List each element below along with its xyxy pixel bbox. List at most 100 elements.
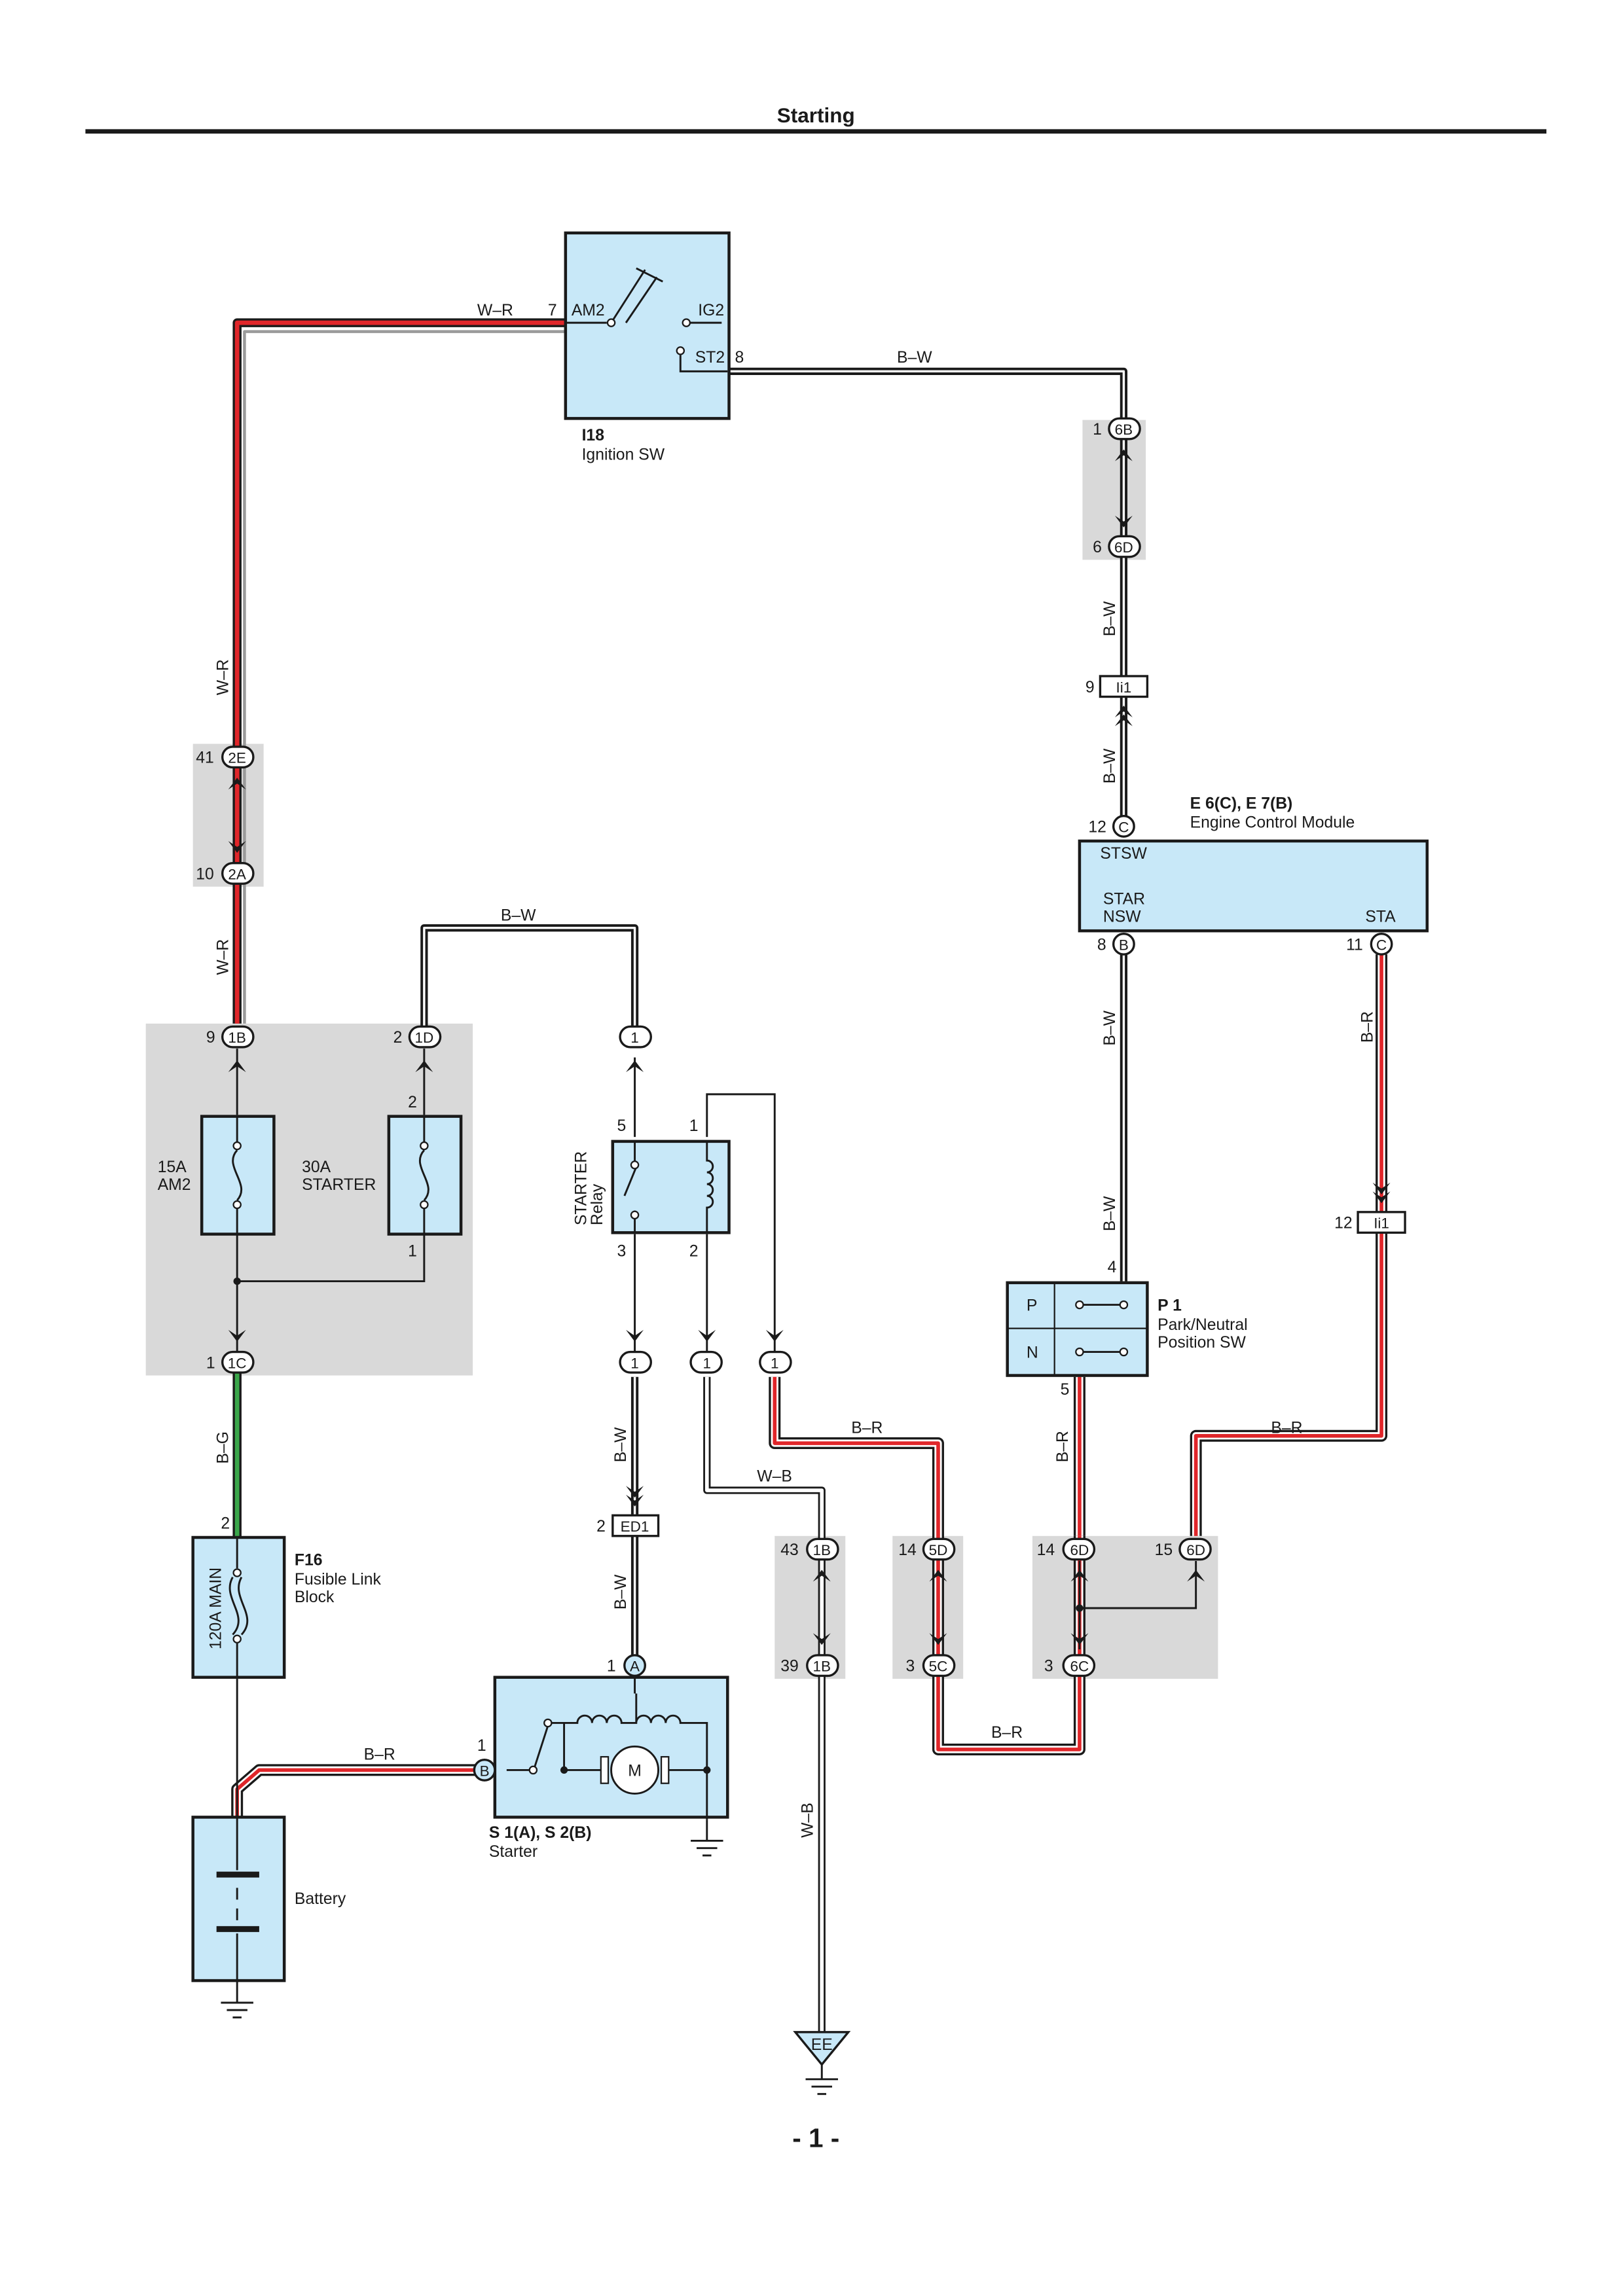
conn-1-c: 1 xyxy=(703,1355,712,1371)
wire-label-wb-2: W–B xyxy=(799,1803,817,1838)
connector-oval xyxy=(922,1654,956,1677)
fusible-link xyxy=(191,1535,286,1679)
connector-round xyxy=(1112,933,1135,956)
connector-oval xyxy=(1178,1537,1212,1561)
ecm-pin-c11: 11 xyxy=(1346,936,1363,954)
conn-ii1-label: Ii1 xyxy=(1116,679,1132,696)
ecm-name: Engine Control Module xyxy=(1190,814,1355,832)
connector-oval xyxy=(221,1350,255,1374)
conn-6d14-label: 6D xyxy=(1070,1542,1089,1558)
connector-oval xyxy=(922,1537,956,1561)
ign-pin-ig2: IG2 xyxy=(698,302,724,319)
ign-pin-8: 8 xyxy=(735,349,744,367)
wire-label-wr-1: W–R xyxy=(215,659,232,695)
ecm-sta: STA xyxy=(1365,908,1396,926)
ecm-pin-b8: 8 xyxy=(1097,936,1106,954)
conn-ed1-num: 2 xyxy=(596,1518,606,1535)
starter-motor-m: M xyxy=(628,1762,642,1780)
ground-icon xyxy=(221,2001,253,2018)
conn-6d15-label: 6D xyxy=(1186,1542,1205,1558)
page-title: Starting xyxy=(777,103,855,127)
starter-motor xyxy=(493,1674,729,1820)
conn-1b-num: 9 xyxy=(206,1029,215,1047)
conn-ii1-num: 9 xyxy=(1085,679,1095,696)
wire-w-r xyxy=(232,318,566,1024)
connector-oval xyxy=(221,1025,255,1049)
wire-b-w-starter-fuse xyxy=(420,924,639,1027)
pn-pin-4: 4 xyxy=(1108,1259,1117,1276)
conn-6d15-num: 15 xyxy=(1155,1541,1173,1559)
conn-1-b: 1 xyxy=(630,1355,639,1371)
connector-oval xyxy=(1108,417,1141,440)
conn-6c-num: 3 xyxy=(1044,1658,1053,1676)
connector-oval xyxy=(806,1654,839,1677)
conn-1b43-label: 1B xyxy=(812,1542,831,1558)
connector-round xyxy=(1112,815,1135,838)
wire-b-w-st2 xyxy=(727,367,1128,819)
conn-5d-num: 14 xyxy=(898,1541,917,1559)
pn-pin-5: 5 xyxy=(1061,1381,1070,1399)
starter-relay xyxy=(611,1139,731,1234)
fusible-link-rating: 120A MAIN xyxy=(207,1568,225,1649)
ecm-box xyxy=(1078,839,1429,933)
connector-oval xyxy=(1062,1654,1096,1677)
conn-1d-num: 2 xyxy=(393,1029,403,1047)
ign-pin-7: 7 xyxy=(548,302,557,319)
pn-id: P 1 xyxy=(1158,1297,1182,1315)
conn-1b39-num: 39 xyxy=(780,1658,799,1676)
wire-label-br-1: B–R xyxy=(1359,1011,1377,1043)
ign-name: Ignition SW xyxy=(582,446,665,463)
wire-label-br-5: B–R xyxy=(991,1724,1023,1742)
connector-round xyxy=(1370,933,1393,956)
fuse-am2 xyxy=(200,1115,276,1236)
wire-label-bg: B–G xyxy=(215,1431,232,1464)
fuse-starter-rating: 30A xyxy=(302,1158,331,1176)
starter-name: Starter xyxy=(489,1843,538,1861)
ground-icon xyxy=(691,1820,723,1857)
wire-w-b xyxy=(703,1376,826,2032)
relay-pin-3: 3 xyxy=(617,1242,627,1260)
wire-label-br-4: B–R xyxy=(1054,1431,1072,1462)
wire-label-bw-top: B–W xyxy=(897,349,932,367)
wire-label-wr-2: W–R xyxy=(215,939,232,975)
conn-5d-label: 5D xyxy=(929,1542,948,1558)
fusible-link-id: F16 xyxy=(295,1552,323,1570)
ecm-pin-b8-label: B xyxy=(1119,937,1129,953)
starter-pin-a xyxy=(623,1654,646,1677)
wire-label-bw-3: B–W xyxy=(1101,1010,1119,1045)
connector-oval xyxy=(806,1537,839,1561)
conn-1b-label: 1B xyxy=(228,1030,246,1046)
ground-ee-label: EE xyxy=(811,2036,833,2054)
connector-oval xyxy=(1062,1537,1096,1561)
wire-label-bw-4: B–W xyxy=(1101,1196,1119,1231)
connector-oval xyxy=(619,1025,652,1049)
pn-p: P xyxy=(1027,1297,1038,1315)
conn-1b43-num: 43 xyxy=(780,1541,799,1559)
conn-ii1b-label: Ii1 xyxy=(1374,1215,1389,1232)
relay-pin-1: 1 xyxy=(689,1117,699,1135)
starter-pin-b-label: B xyxy=(480,1763,490,1779)
connector-oval xyxy=(221,862,255,885)
junction-blocks xyxy=(145,420,1218,1679)
conn-2a-label: 2A xyxy=(228,866,246,882)
conn-2a-num: 10 xyxy=(196,865,214,883)
wire-relay-coil xyxy=(634,1057,776,1355)
fusible-link-name-1: Fusible Link xyxy=(295,1571,382,1588)
starter-id: S 1(A), S 2(B) xyxy=(489,1824,592,1842)
connector-rect xyxy=(1099,675,1149,698)
pn-name-1: Park/Neutral xyxy=(1158,1316,1247,1334)
starter-pin-a-no: 1 xyxy=(607,1658,616,1676)
connector-oval xyxy=(408,1025,442,1049)
junction-6d-6c-dot xyxy=(1076,1604,1084,1612)
starter-pin-b-no: 1 xyxy=(477,1737,486,1755)
wire-label-bw-2: B–W xyxy=(1101,748,1119,783)
park-neutral-switch xyxy=(1006,1281,1149,1377)
connector-oval xyxy=(1108,535,1141,558)
fusible-link-name-2: Block xyxy=(295,1588,335,1606)
conn-5c-num: 3 xyxy=(905,1658,915,1676)
fuse-block-junction xyxy=(233,1277,241,1285)
fuse-starter-name: STARTER xyxy=(302,1176,376,1194)
wire-label-br-2: B–R xyxy=(851,1419,883,1437)
conn-1c-label: 1C xyxy=(228,1355,247,1371)
ecm-star: STAR xyxy=(1103,891,1145,908)
